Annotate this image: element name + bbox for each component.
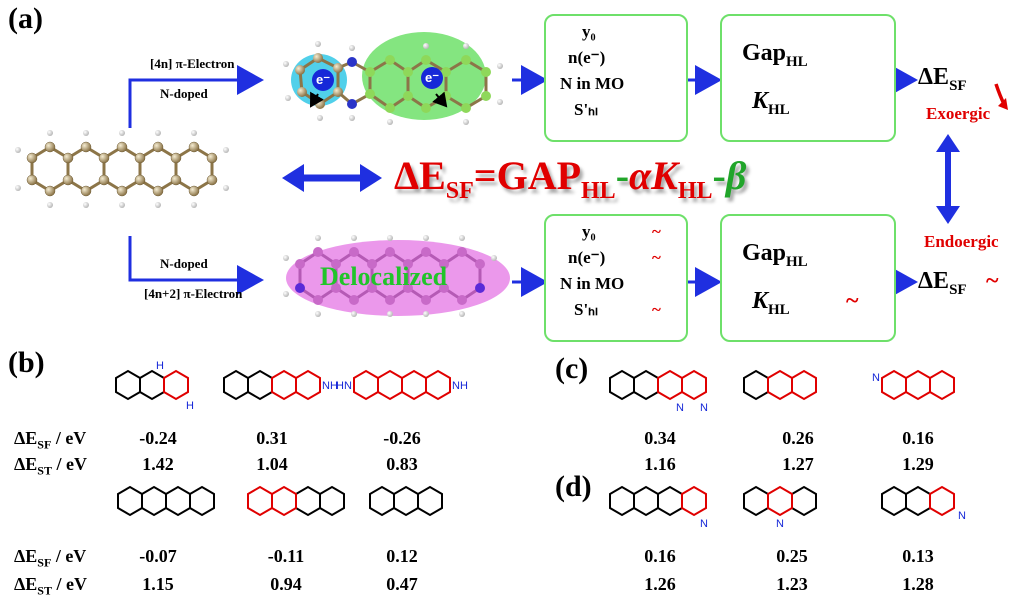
d2-esf: 0.25 <box>776 546 808 566</box>
panel-c-label: (c) <box>555 352 589 385</box>
row2-est-label: ΔEST / eV <box>14 574 87 598</box>
lower-route-label-2: [4n+2] π-Electron <box>144 286 243 301</box>
lower-y0-trend: ~ <box>652 222 661 241</box>
upper-gap-label: GapHL <box>742 40 808 70</box>
row2-esf-label: ΔESF / eV <box>14 546 87 570</box>
upper-gap-box: GapHL KHL <box>720 14 896 142</box>
lower-delta-esf: ΔESF <box>918 268 967 298</box>
b2-est: 1.04 <box>256 454 288 474</box>
panel-d-label: (d) <box>555 470 592 503</box>
descriptor-ne: n(e⁻) <box>568 48 606 67</box>
b4-est: 1.15 <box>142 574 174 594</box>
d1-est: 1.26 <box>644 574 676 594</box>
descriptor-s-hl: S'ₕₗ <box>574 100 598 119</box>
upper-k-label: KHL <box>752 88 790 118</box>
atom-label-n-b1: H <box>186 400 194 412</box>
d3-est: 1.28 <box>902 574 934 594</box>
panel-b-row1-structures <box>115 369 451 401</box>
electron-disk-left <box>312 69 334 91</box>
b6-est: 0.47 <box>386 574 418 594</box>
atom-label-n-c3: N <box>872 372 880 384</box>
c3-esf: 0.16 <box>902 428 934 448</box>
lower-k-label: KHL <box>752 288 790 318</box>
c3-est: 1.29 <box>902 454 934 474</box>
b2-esf: 0.31 <box>256 428 288 448</box>
electron-disk-right <box>421 67 443 89</box>
b6-esf: 0.12 <box>386 546 418 566</box>
c1-esf: 0.34 <box>644 428 676 448</box>
endoergic-label: Endoergic <box>924 232 999 251</box>
descriptor-y0-lower: y₀ <box>582 222 596 241</box>
row1-est-label: ΔEST / eV <box>14 454 87 478</box>
panel-b-label: (b) <box>8 346 45 379</box>
lower-route-label-1: N-doped <box>160 256 208 271</box>
lower-gap-box: GapHL KHL ~ <box>720 214 896 342</box>
lower-molecule-atoms <box>283 235 497 317</box>
b5-esf: -0.11 <box>267 546 305 566</box>
row1-esf-label: ΔESF / eV <box>14 428 87 452</box>
c2-esf: 0.26 <box>782 428 814 448</box>
atom-label-n-d3: N <box>958 510 966 522</box>
upper-route-label-2: N-doped <box>160 86 208 101</box>
exoergic-label: Exoergic <box>926 104 991 123</box>
upper-molecule-atoms <box>283 41 503 125</box>
upper-route-arrow <box>128 65 264 128</box>
c2-est: 1.27 <box>782 454 814 474</box>
b1-esf: -0.24 <box>139 428 177 448</box>
descriptor-n-in-mo-lower: N in MO <box>560 274 625 293</box>
panel-c-structures <box>609 369 955 401</box>
lower-s-trend: ~ <box>652 300 661 319</box>
atom-label-nh-b2: NH <box>322 380 338 392</box>
double-arrow-right <box>936 134 960 224</box>
panel-d-structures <box>609 485 955 517</box>
lower-delta-trend: ~ <box>986 268 999 294</box>
electron-label-right: e⁻ <box>425 70 440 85</box>
b3-esf: -0.26 <box>383 428 421 448</box>
d3-esf: 0.13 <box>902 546 934 566</box>
descriptor-ne-lower: n(e⁻) <box>568 248 606 267</box>
upper-descriptor-box: y₀ n(e⁻) N in MO S'ₕₗ <box>544 14 688 142</box>
atom-label-n-d2: N <box>776 518 784 530</box>
b1-est: 1.42 <box>142 454 174 474</box>
atom-label-n-d1: N <box>700 518 708 530</box>
b3-est: 0.83 <box>386 454 418 474</box>
descriptor-s-hl-lower: S'ₕₗ <box>574 300 598 319</box>
delocalized-label: Delocalized <box>320 262 448 291</box>
d1-esf: 0.16 <box>644 546 676 566</box>
lower-route-arrow <box>128 236 264 295</box>
lower-gap-label: GapHL <box>742 240 808 270</box>
panel-a-label: (a) <box>8 2 43 35</box>
descriptor-n-in-mo: N in MO <box>560 74 625 93</box>
atom-label-n-c1: N <box>676 402 684 414</box>
spin-arrow-left <box>309 91 324 108</box>
lower-descriptor-box: y₀ n(e⁻) N in MO S'ₕₗ ~ ~ ~ <box>544 214 688 342</box>
atom-label-nh-b1: H <box>156 360 164 372</box>
double-arrow-left <box>282 164 382 192</box>
b4-esf: -0.07 <box>139 546 177 566</box>
anthracene-atoms <box>15 130 229 208</box>
descriptor-y0: y₀ <box>582 22 596 41</box>
lower-k-trend: ~ <box>846 288 859 314</box>
upper-delta-esf: ΔESF <box>918 64 967 94</box>
electron-label-left: e⁻ <box>316 72 331 87</box>
b5-est: 0.94 <box>270 574 302 594</box>
atom-label-hn-b3: HN <box>336 380 352 392</box>
spin-arrow-right <box>432 91 448 108</box>
main-equation: ΔESF=GAPHL-αKHL-β <box>394 153 747 204</box>
atom-label-n-c1b: N <box>700 402 708 414</box>
lower-ne-trend: ~ <box>652 248 661 267</box>
d2-est: 1.23 <box>776 574 808 594</box>
panel-b-row2-structures <box>117 485 443 517</box>
atom-label-nh-b3: NH <box>452 380 468 392</box>
c1-est: 1.16 <box>644 454 676 474</box>
upper-route-label-1: [4n] π-Electron <box>150 56 235 71</box>
